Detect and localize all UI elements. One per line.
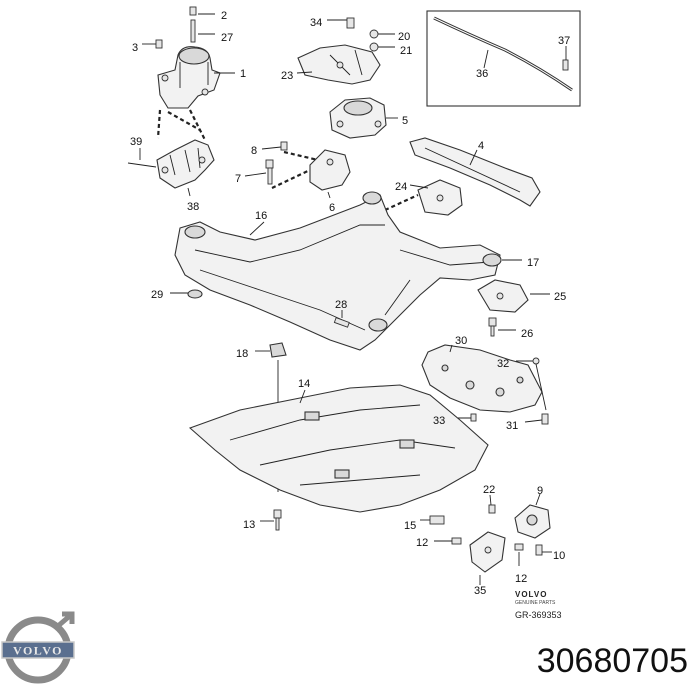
part-35-bracket bbox=[469, 531, 506, 573]
part-number: 30680705 bbox=[536, 642, 688, 680]
callout-c26: 26 bbox=[521, 328, 533, 340]
callout-c9: 9 bbox=[537, 485, 543, 497]
callout-c34: 34 bbox=[310, 17, 322, 29]
part-38-bracket bbox=[156, 139, 215, 189]
callout-c29: 29 bbox=[151, 289, 163, 301]
callout-c20: 20 bbox=[398, 31, 410, 43]
callout-c31: 31 bbox=[506, 420, 518, 432]
callout-c17: 17 bbox=[527, 257, 539, 269]
callout-c22: 22 bbox=[483, 484, 495, 496]
callout-c37: 37 bbox=[558, 35, 570, 47]
brand-subtitle: GENUINE PARTS bbox=[515, 600, 556, 606]
callout-c30: 30 bbox=[455, 335, 467, 347]
callout-c18: 18 bbox=[236, 348, 248, 360]
callout-c38: 38 bbox=[187, 201, 199, 213]
callout-labels: 1234567891012121314151617182021222324252… bbox=[130, 10, 570, 597]
part-4-torque-rod bbox=[409, 137, 541, 207]
callout-c36: 36 bbox=[476, 68, 488, 80]
volvo-logo-icon: VOLVO bbox=[1, 611, 75, 684]
part-25-bracket bbox=[477, 279, 529, 313]
part-36-strip bbox=[433, 16, 573, 92]
callout-c2: 2 bbox=[221, 10, 227, 22]
callout-c21: 21 bbox=[400, 45, 412, 57]
callout-c33: 33 bbox=[433, 415, 445, 427]
callout-c7: 7 bbox=[235, 173, 241, 185]
callout-c32: 32 bbox=[497, 358, 509, 370]
callout-c35: 35 bbox=[474, 585, 486, 597]
part-6-bracket bbox=[309, 149, 351, 191]
callout-c25: 25 bbox=[554, 291, 566, 303]
callout-c12b: 12 bbox=[515, 573, 527, 585]
diagram-code: GR-369353 bbox=[515, 610, 562, 620]
part-23-upper-bracket bbox=[297, 44, 381, 85]
callout-c1: 1 bbox=[240, 68, 246, 80]
callout-c5: 5 bbox=[402, 115, 408, 127]
part-1-engine-mount bbox=[157, 46, 221, 109]
callout-c24: 24 bbox=[395, 181, 407, 193]
callout-c6: 6 bbox=[329, 202, 335, 214]
callout-c14: 14 bbox=[298, 378, 310, 390]
callout-c27: 27 bbox=[221, 32, 233, 44]
callout-c15: 15 bbox=[404, 520, 416, 532]
part-37-clip bbox=[562, 59, 569, 71]
callout-c8: 8 bbox=[251, 145, 257, 157]
part-24-bracket bbox=[417, 179, 463, 216]
callout-c12a: 12 bbox=[416, 537, 428, 549]
part-30-shield bbox=[421, 344, 543, 413]
inset-frame bbox=[426, 10, 581, 107]
callout-c28: 28 bbox=[335, 299, 347, 311]
part-5-mount bbox=[329, 97, 387, 139]
callout-c3: 3 bbox=[132, 42, 138, 54]
part-16-subframe bbox=[174, 191, 502, 351]
callout-c4: 4 bbox=[478, 140, 484, 152]
callout-c13: 13 bbox=[243, 519, 255, 531]
part-14-underbody-shield bbox=[188, 384, 489, 513]
logo-word: VOLVO bbox=[13, 644, 63, 658]
brand-name: VOLVO bbox=[515, 590, 548, 599]
callout-c23: 23 bbox=[281, 70, 293, 82]
callout-c16: 16 bbox=[255, 210, 267, 222]
part-9-rear-mount bbox=[514, 504, 551, 539]
callout-c39: 39 bbox=[130, 136, 142, 148]
callout-c10: 10 bbox=[553, 550, 565, 562]
